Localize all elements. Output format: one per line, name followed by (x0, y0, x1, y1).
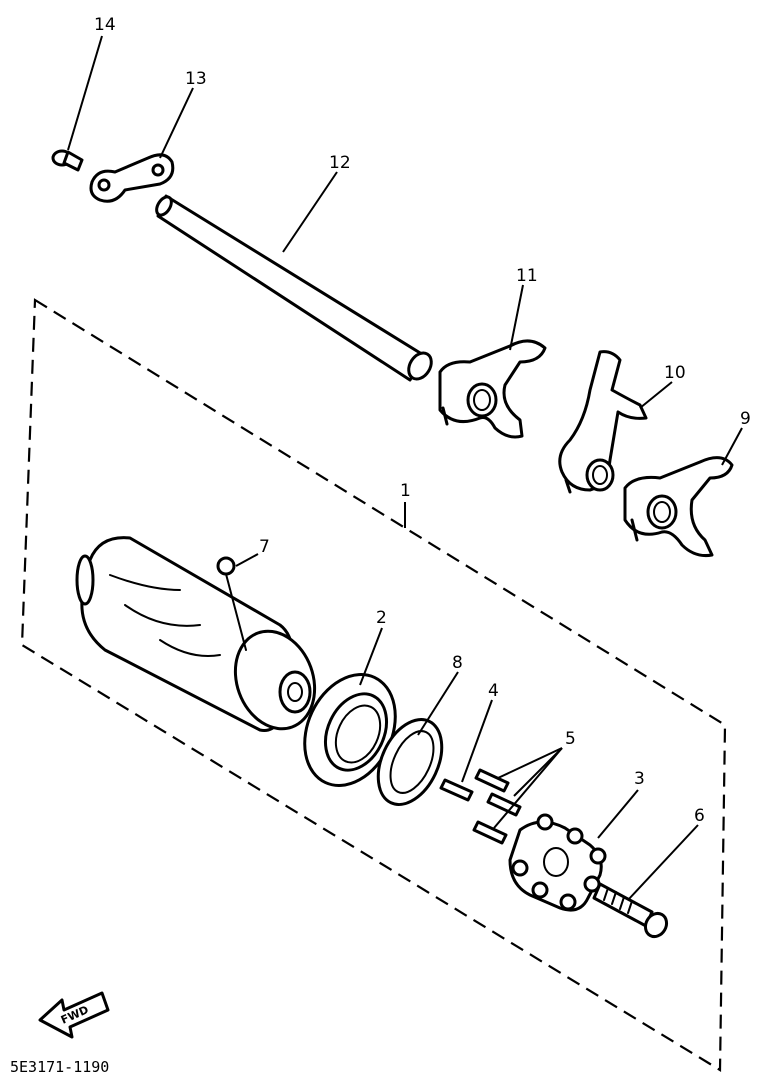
callout-6: 6 (694, 806, 705, 826)
callout-11: 11 (516, 266, 538, 286)
callout-4: 4 (488, 681, 499, 701)
callout-10: 10 (664, 363, 686, 383)
callout-7: 7 (259, 537, 270, 557)
callout-2: 2 (376, 608, 387, 628)
forward-arrow-icon: FWD (38, 991, 110, 1039)
part-4-dowel-pin (439, 778, 474, 802)
part-6-bolt (592, 882, 669, 939)
assembly-boundary (20, 298, 727, 1072)
part-3-segment (508, 813, 607, 912)
callout-1: 1 (400, 481, 411, 501)
part-8-ring (376, 718, 444, 806)
callout-5: 5 (565, 729, 576, 749)
shift-drum (75, 536, 317, 732)
part-2-bearing (303, 673, 397, 787)
part-12-shift-shaft (155, 194, 433, 382)
part-13-stopper-plate (89, 153, 175, 203)
figure-code: 5E3171-1190 (10, 1058, 109, 1076)
part-14-screw (51, 149, 84, 172)
part-10-shift-fork (558, 350, 648, 494)
callout-14: 14 (94, 15, 116, 35)
part-11-shift-fork (438, 339, 547, 439)
part-7-pin (216, 556, 247, 651)
callout-13: 13 (185, 69, 207, 89)
callout-9: 9 (740, 409, 751, 429)
leader-lines (67, 35, 743, 901)
callout-3: 3 (634, 769, 645, 789)
part-9-shift-fork (623, 456, 734, 557)
callout-8: 8 (452, 653, 463, 673)
callout-12: 12 (329, 153, 351, 173)
